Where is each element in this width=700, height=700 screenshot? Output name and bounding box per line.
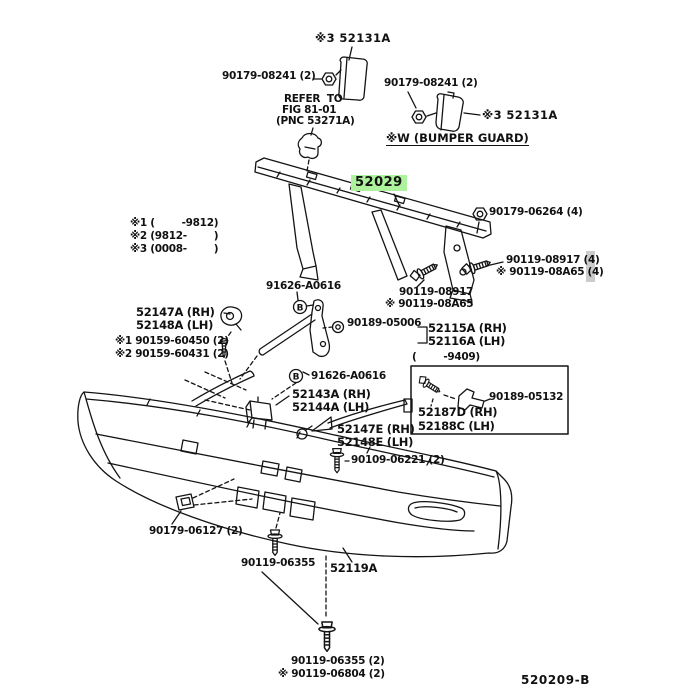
part-number-90189-05132: 90189-05132 [489,391,564,403]
drawing-code: 520209-B [521,673,591,687]
variant-note-2: ※2 (9812- ) [130,230,219,242]
part-number-90119-08917-right: 90119-08917 (4) [506,254,600,266]
side-support-stay-drawing [239,291,428,380]
part-number-52187d: 52187D (RH) [418,405,498,419]
bumper-cover-drawing [77,370,513,558]
part-number-52144a: 52144A (LH) [292,400,370,414]
part-number-90179-08241-left: 90179-08241 (2) [222,70,316,82]
retainer-and-molding-drawing [204,368,408,440]
bumper-guard-left-drawing [312,46,368,101]
part-number-90119-08a65-center: ※ 90119-08A65 [385,298,474,310]
part-number-90119-08a65-right: ※ 90119-08A65 (4) [496,266,604,278]
part-number-90189-05006: 90189-05006 [347,317,422,329]
part-number-90119-06355-bottom: 90119-06355 (2) [291,655,385,667]
part-number-52148e: 52148E (LH) [337,435,414,449]
bar-fasteners-drawing [408,207,504,288]
inset-box-drawing [403,365,569,435]
scan-artifact [586,251,595,282]
bumper-guard-right-drawing [407,91,481,132]
variant-note-3: ※3 (0008- ) [130,243,219,255]
part-number-90119-06804: ※ 90119-06804 (2) [278,668,385,680]
part-number-52115a: 52115A (RH) [428,321,507,335]
part-number-90179-08241-right: 90179-08241 (2) [384,77,478,89]
part-number-90119-06355-upper: 90119-06355 [241,557,316,569]
lower-fasteners-drawing [171,478,353,653]
part-number-91626-a0616-lower: 91626-A0616 [311,370,386,382]
part-number-52131a-right: ※3 52131A [482,108,558,122]
part-number-52188c: 52188C (LH) [418,419,495,433]
part-number-52131a-top: ※3 52131A [315,31,391,45]
bolt-06221-drawing [329,448,350,474]
part-number-91626-a0616-upper: 91626-A0616 [266,280,341,292]
part-number-90119-08917-center: 90119-08917 [399,286,474,298]
part-number-90179-06127: 90179-06127 (2) [149,525,243,537]
refer-note-line1: REFER TO [284,93,343,105]
part-number-52147e: 52147E (RH) [337,422,415,436]
refer-clip-drawing [297,127,323,172]
part-number-52148a: 52148A (LH) [136,318,214,332]
part-number-90179-06264: 90179-06264 (4) [489,206,583,218]
bumper-guard-heading: ※W (BUMPER GUARD) [386,131,529,147]
inset-period-note: ( -9409) [412,351,480,363]
part-number-52116a: 52116A (LH) [428,334,506,348]
part-number-52147a: 52147A (RH) [136,305,215,319]
part-number-90159-60450: ※1 90159-60450 (2) [115,335,229,347]
refer-note-line2: FIG 81-01 [282,104,337,116]
refer-note-line3: (PNC 53271A) [276,115,355,127]
part-number-90159-60431: ※2 90159-60431 (2) [115,348,229,360]
part-number-52143a: 52143A (RH) [292,387,371,401]
part-number-52119a: 52119A [330,561,378,575]
part-number-90109-06221: 90109-06221 (2) [351,454,445,466]
variant-note-1: ※1 ( -9812) [130,217,219,229]
part-number-52029-highlighted: 52029 [351,175,407,191]
hook-bracket-drawing [219,306,243,384]
